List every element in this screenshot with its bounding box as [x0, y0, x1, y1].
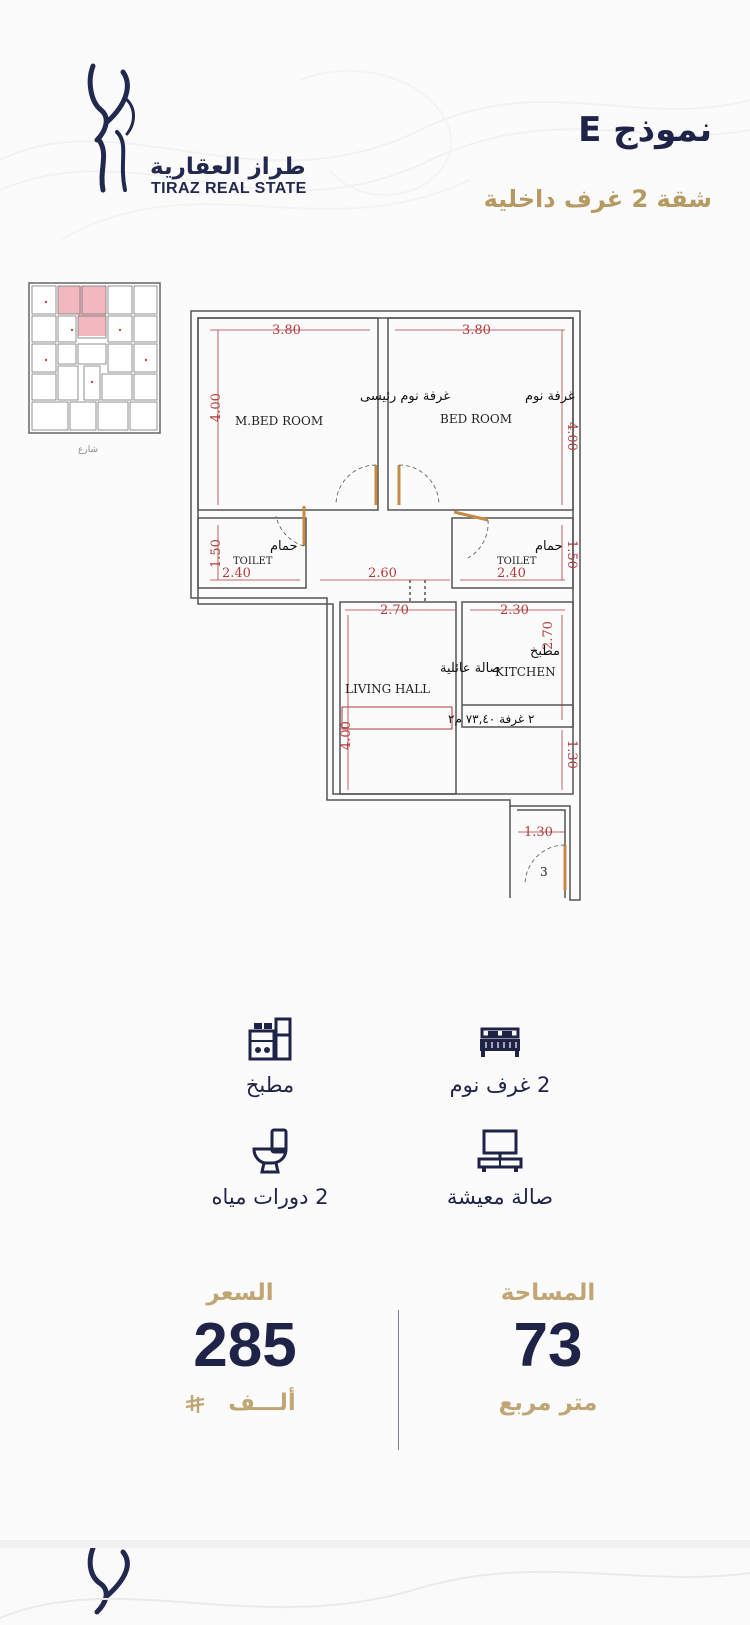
feature-kitchen-label: مطبخ	[245, 1073, 295, 1097]
dim-toilet-left-height: 1.50	[209, 539, 224, 568]
riyal-currency-icon	[186, 1394, 205, 1413]
dim-toilet-right-width: 2.40	[497, 566, 526, 581]
feature-bedrooms: 2 غرف نوم	[400, 1015, 600, 1097]
price-value: 285	[193, 1311, 297, 1380]
dim-living-width: 2.70	[380, 603, 409, 618]
dim-master-height: 4.00	[209, 393, 224, 422]
dim-living-height: 4.00	[339, 721, 354, 750]
room-toilet-right-ar: حمام	[535, 539, 563, 554]
brand-logo: طراز العقارية TIRAZ REAL STATE	[85, 62, 325, 202]
area-unit: متر مربع	[498, 1390, 598, 1416]
room-living-ar: صالة عائلية	[440, 661, 501, 676]
street-label: شارع	[78, 445, 98, 455]
room-toilet-left-ar: حمام	[270, 539, 298, 554]
dim-bed-width: 3.80	[462, 323, 491, 338]
page-subtitle: شقة 2 غرف داخلية	[483, 185, 712, 213]
price-label: السعر	[206, 1280, 274, 1306]
toilet-icon	[252, 1128, 288, 1174]
dim-toilet-right-height: 1.50	[564, 540, 579, 569]
next-card-swirl-decoration	[0, 1570, 750, 1619]
feature-bathrooms: 2 دورات مياه	[170, 1127, 370, 1209]
brand-logo-mark-icon	[87, 63, 135, 193]
dim-kitchen-width: 2.30	[500, 603, 529, 618]
property-card: طراز العقارية TIRAZ REAL STATE نموذج E ش…	[0, 62, 750, 1460]
dim-toilet-left-width: 2.40	[222, 566, 251, 581]
kitchen-icon	[248, 1017, 292, 1061]
stats-divider	[398, 1310, 399, 1450]
background-swirl-decoration	[0, 70, 750, 241]
area-tag: ٢ غرفة ٧٣,٤٠ م٢	[448, 712, 534, 727]
room-bed-en: BED ROOM	[440, 412, 512, 426]
floor-plan: 3.80 3.80 4.00 4.00 1.50 2.40 2.60 2.40 …	[190, 310, 610, 930]
room-master-ar: غرفة نوم رئيسى	[360, 389, 450, 404]
feature-bedrooms-label: 2 غرف نوم	[449, 1073, 551, 1097]
brand-name-english: TIRAZ REAL STATE	[151, 180, 307, 197]
dim-entry-width: 1.30	[524, 825, 553, 840]
dim-kitchen-height: 2.70	[541, 621, 556, 650]
brand-name-arabic: طراز العقارية	[150, 154, 306, 180]
room-kitchen-ar: مطبخ	[530, 644, 560, 659]
dim-lower-right-height: 1.30	[564, 740, 579, 769]
door-number: 3	[540, 865, 548, 879]
area-value: 73	[513, 1311, 583, 1380]
area-label: المساحة	[500, 1280, 596, 1306]
next-card-preview	[0, 1540, 750, 1625]
next-card-logo-mark-icon	[87, 1548, 130, 1615]
feature-living-label: صالة معيشة	[446, 1185, 554, 1209]
room-master-en: M.BED ROOM	[235, 414, 323, 428]
feature-living: صالة معيشة	[400, 1127, 600, 1209]
tv-unit-icon	[477, 1129, 523, 1172]
room-toilet-left-en: TOILET	[233, 556, 273, 567]
room-toilet-right-en: TOILET	[497, 556, 537, 567]
dim-corridor-width: 2.60	[368, 566, 397, 581]
floor-plan-drawing: 3.80 3.80 4.00 4.00 1.50 2.40 2.60 2.40 …	[190, 310, 581, 901]
price-unit: ألـــف	[228, 1390, 296, 1416]
page-title: نموذج E	[578, 110, 712, 150]
bed-icon	[480, 1027, 520, 1057]
feature-bathrooms-label: 2 دورات مياه	[211, 1185, 329, 1209]
price-unit-wrap: ألـــف	[140, 1390, 340, 1416]
room-living-en: LIVING HALL	[345, 682, 430, 696]
dim-master-width: 3.80	[272, 323, 301, 338]
feature-kitchen: مطبخ	[170, 1015, 370, 1097]
stats-panel: المساحة 73 متر مربع السعر 285 ألـــف	[0, 1280, 750, 1460]
key-plan-thumbnail[interactable]	[28, 282, 161, 434]
dim-bed-height: 4.00	[564, 422, 579, 451]
room-bed-ar: غرفة نوم	[525, 389, 575, 404]
room-kitchen-en: KITCHEN	[495, 665, 556, 679]
